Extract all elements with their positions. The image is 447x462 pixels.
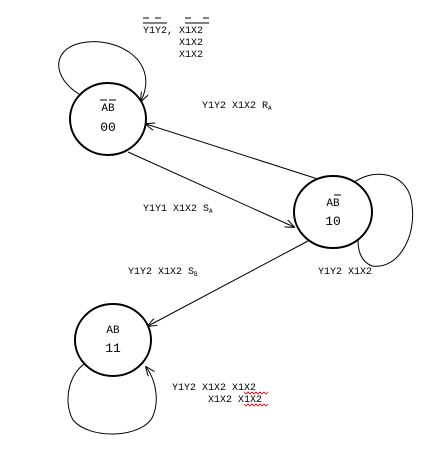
loop-00-label-line3: X1X2 [179,50,203,61]
state-00-code: 00 [100,120,116,135]
self-loop-11 [67,361,157,435]
edge-10-to-00-label: Y1Y2 X1X2 RA [202,101,272,112]
state-11-code: 11 [105,341,121,356]
spellcheck-underline [243,403,269,407]
state-10-code: 10 [325,214,341,229]
loop-00-label-line2: X1X2 [179,38,203,49]
state-00: AB 00 [69,82,147,156]
state-10: AB 10 [293,175,373,249]
loop-10-label: Y1Y2 X1X2 [318,267,372,278]
edge-10-to-11 [148,240,309,326]
loop-00-label-line1: Y1Y2, X1X2 [143,26,203,37]
spellcheck-underline [243,391,269,395]
state-10-name: AB [326,198,340,210]
self-loop-10 [349,173,414,267]
self-loop-00 [58,41,146,101]
state-11-name: AB [106,325,120,337]
loop-11-label-line1: Y1Y2 X1X2 X1X2 [172,383,256,394]
edge-00-to-10 [127,151,294,227]
edge-10-to-00 [146,124,325,182]
edge-00-to-10-label: Y1Y1 X1X2 SA [143,204,213,215]
edge-10-to-11-label: Y1Y2 X1X2 SB [128,267,198,278]
loop-11-label-line2: X1X2 X1X2 [208,395,262,406]
state-00-name: AB [101,103,115,115]
state-11: AB 11 [74,303,152,377]
